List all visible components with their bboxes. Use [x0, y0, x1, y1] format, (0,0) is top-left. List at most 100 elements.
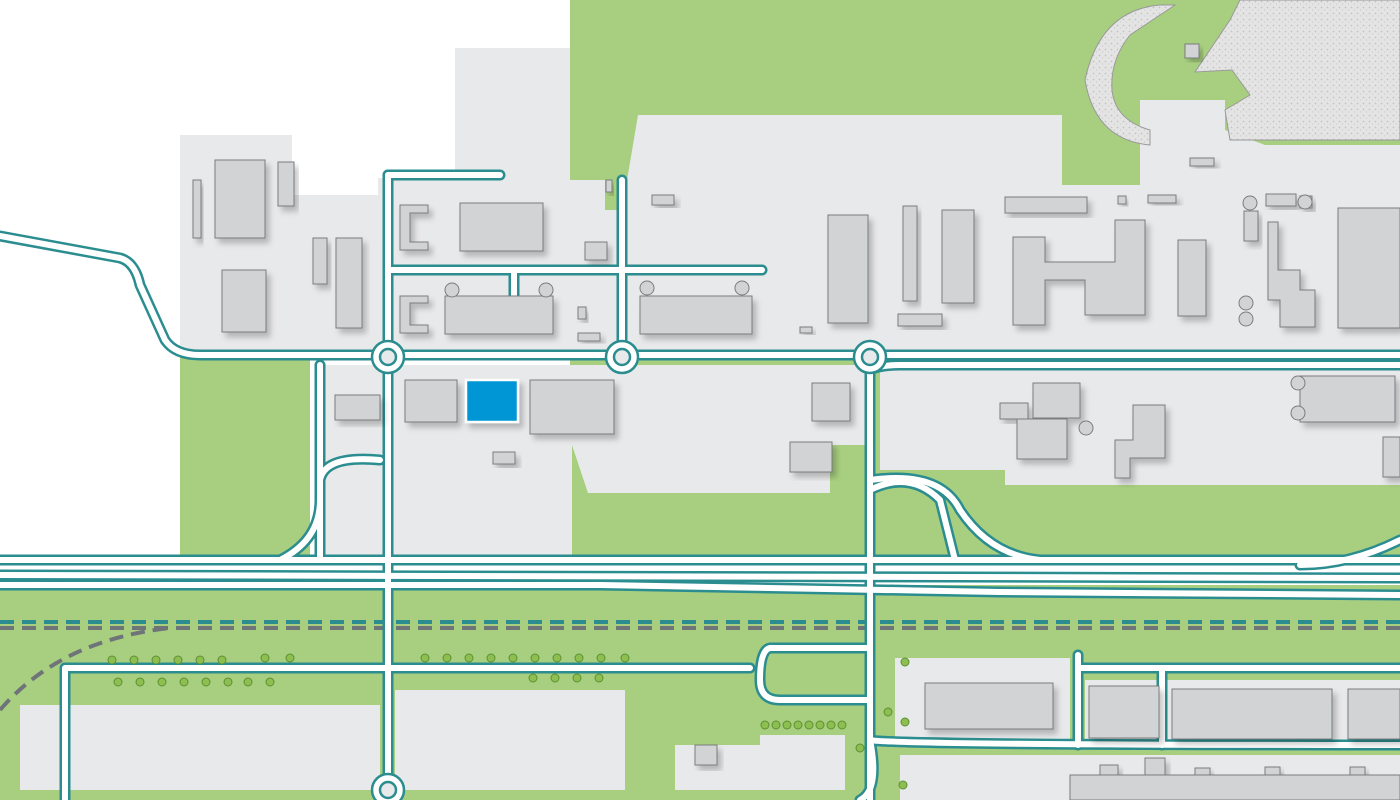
building[interactable] [277, 161, 295, 207]
building[interactable] [827, 214, 869, 324]
building[interactable] [214, 159, 266, 239]
lot [75, 705, 380, 790]
railway-spur [0, 626, 171, 712]
building[interactable] [1184, 43, 1200, 59]
building[interactable] [941, 209, 975, 304]
building[interactable] [334, 394, 381, 421]
tree-icon [550, 673, 560, 683]
building[interactable] [1265, 193, 1297, 207]
tank[interactable] [1290, 405, 1306, 421]
tank[interactable] [1078, 420, 1094, 436]
road[interactable] [867, 479, 958, 563]
roundabout-island [860, 347, 880, 367]
road[interactable] [62, 665, 753, 800]
building[interactable] [924, 682, 1054, 730]
building[interactable] [529, 379, 615, 435]
building[interactable] [1012, 219, 1146, 326]
building[interactable] [811, 382, 851, 422]
tree-icon [900, 717, 910, 727]
tree-icon [464, 653, 474, 663]
building[interactable] [1347, 688, 1400, 740]
building[interactable] [897, 313, 943, 327]
tree-icon [151, 655, 161, 665]
road[interactable] [867, 475, 1043, 563]
tank[interactable] [1297, 194, 1313, 210]
building[interactable] [605, 179, 613, 193]
building[interactable] [1382, 436, 1400, 478]
road[interactable] [757, 645, 873, 703]
tree-icon [620, 653, 630, 663]
building[interactable] [404, 379, 458, 423]
building[interactable] [577, 306, 587, 320]
tree-icon [837, 720, 847, 730]
road[interactable] [317, 456, 383, 483]
tank[interactable] [639, 280, 655, 296]
road[interactable] [277, 497, 323, 563]
tree-icon [771, 720, 781, 730]
tank[interactable] [1238, 295, 1254, 311]
building[interactable] [1016, 418, 1068, 460]
roundabout-island [378, 780, 398, 800]
lot [395, 690, 625, 790]
tree-icon [195, 655, 205, 665]
road[interactable] [867, 737, 1400, 748]
building[interactable] [1114, 404, 1166, 479]
tree-icon [223, 677, 233, 687]
building[interactable] [1267, 221, 1316, 328]
building[interactable] [902, 205, 918, 302]
building[interactable] [1337, 207, 1400, 329]
building[interactable] [444, 295, 554, 335]
building[interactable] [492, 451, 516, 465]
tree-icon [179, 677, 189, 687]
building[interactable] [789, 441, 833, 473]
building[interactable] [221, 269, 267, 333]
building[interactable] [1189, 157, 1215, 167]
building[interactable] [1177, 239, 1207, 317]
green-area [180, 340, 310, 560]
tank[interactable] [1238, 311, 1254, 327]
selected-building[interactable] [464, 378, 520, 424]
tree-icon [265, 677, 275, 687]
tree-icon [260, 653, 270, 663]
building[interactable] [1147, 194, 1177, 204]
building[interactable] [312, 237, 328, 285]
road[interactable] [1297, 537, 1400, 568]
road[interactable] [0, 572, 1400, 581]
tank[interactable] [444, 282, 460, 298]
building[interactable] [459, 202, 544, 252]
building[interactable] [577, 332, 601, 342]
building[interactable] [335, 237, 363, 329]
building[interactable] [1171, 688, 1333, 740]
building[interactable] [584, 241, 608, 261]
building[interactable] [999, 402, 1029, 420]
building[interactable] [651, 194, 675, 206]
tank[interactable] [734, 280, 750, 296]
building[interactable] [1069, 774, 1400, 800]
road[interactable] [0, 233, 1400, 358]
tree-icon [760, 720, 770, 730]
building[interactable] [1243, 210, 1259, 242]
building[interactable] [694, 744, 718, 766]
building[interactable] [192, 179, 202, 239]
tree-icon [596, 653, 606, 663]
tree-icon [217, 655, 227, 665]
tree-icon [201, 677, 211, 687]
building[interactable] [1004, 196, 1088, 214]
building[interactable] [399, 204, 429, 251]
building[interactable] [639, 295, 753, 335]
tank[interactable] [1242, 195, 1258, 211]
road[interactable] [857, 737, 877, 800]
tree-icon [528, 673, 538, 683]
tree-icon [157, 677, 167, 687]
tank[interactable] [1290, 375, 1306, 391]
building[interactable] [399, 295, 429, 334]
road[interactable] [0, 582, 1400, 598]
building[interactable] [1088, 685, 1160, 739]
tree-icon [574, 653, 584, 663]
building[interactable] [1117, 195, 1127, 205]
tank[interactable] [538, 282, 554, 298]
building[interactable] [799, 326, 813, 334]
building[interactable] [1032, 382, 1081, 419]
building[interactable] [1299, 375, 1396, 423]
